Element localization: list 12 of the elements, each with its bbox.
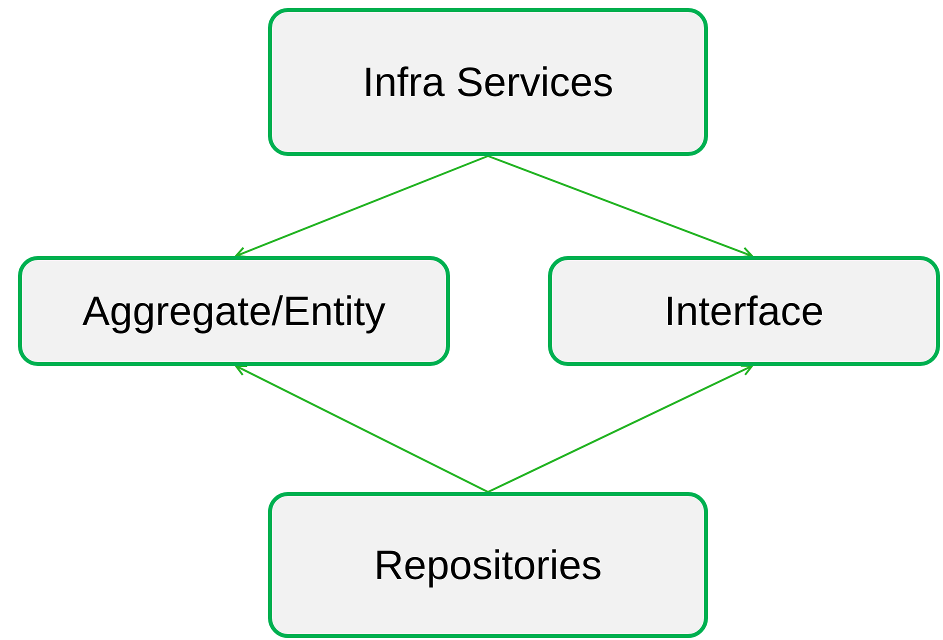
box-label: Repositories — [374, 542, 602, 588]
arrow — [488, 155, 753, 258]
process-box — [548, 256, 940, 366]
process-box — [268, 492, 708, 638]
box-label: Interface — [664, 288, 824, 334]
arrow — [235, 365, 488, 493]
box-label: Aggregate/Entity — [82, 288, 386, 334]
arrow — [488, 364, 753, 493]
process-box — [18, 256, 450, 366]
process-box — [268, 8, 708, 156]
box-label: Infra Services — [362, 58, 614, 106]
arrow — [235, 155, 488, 258]
